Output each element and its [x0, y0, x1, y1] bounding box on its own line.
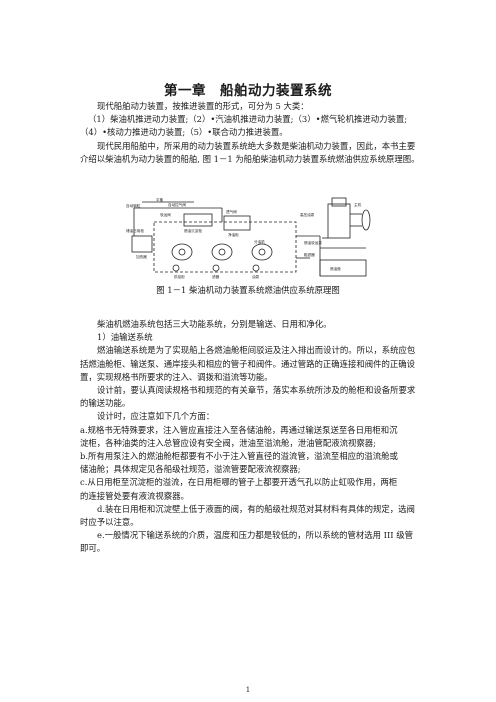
text-line: 设计前，要认真阅读规格书和规范的有关章节，落实本系统所涉及的舱柜和设备所要求: [97, 385, 416, 396]
list-item: a.规格书无特殊要求，注入管应直接注入至各储油舱，再通过输送泵送至各日用柜和沉: [80, 424, 398, 435]
page-number: 1: [245, 686, 251, 694]
diagram-label: 粗滤器: [304, 252, 315, 257]
text-line: 柴油机燃油系统包括三大功能系统，分别是输送、日用和净化。: [97, 319, 332, 329]
diagram-label: 滤器: [212, 274, 220, 279]
intro-paragraph: 现代船舶动力装置，按推进装置的形式，可分为 5 大类： （1）柴油机推进动力装置…: [80, 100, 420, 166]
bunker-tank: [319, 259, 367, 277]
text-line: 设计时，应注意如下几个方面：: [97, 411, 215, 422]
diagram-label: 透气阀: [226, 209, 237, 214]
diagram-label: 燃油驳运泵: [304, 240, 322, 245]
text-line: 的输送功能。: [80, 398, 131, 409]
text-line: 的连接管处要有液流视察器。: [80, 490, 189, 501]
text-line: 现代民用船舶中，所采用的动力装置系统绝大多数是柴油机动力装置，因此，本书主要: [97, 140, 416, 151]
diagram-label: 油泵: [252, 274, 260, 279]
diagram-label: 分油机: [254, 239, 265, 244]
section-heading: 1）油输送系统: [97, 332, 153, 343]
diagram-label: 燃油舱: [330, 266, 341, 271]
daily-tank: [131, 235, 153, 253]
fuel-circuit-outline: [153, 221, 297, 273]
separator: [211, 243, 233, 261]
separator: [171, 243, 193, 261]
text-line: 现代船舶动力装置，按推进装置的形式，可分为 5 大类：: [97, 101, 309, 111]
text-line: 括燃油舱柜、输送泵、通岸接头和相应的管子和阀件。通过管路的正确连接和阀件的正确设: [80, 358, 415, 369]
text-line: 淀柜，各种油类的注入总管应设有安全阀，泄油至溢流舱，泄油管配液流视察器;: [80, 437, 376, 448]
text-line: 介绍以柴油机为动力装置的船舶, 图 1－1 为船舶柴油机动力装置系统燃油供应系统…: [80, 153, 420, 164]
fuel-system-diagram: 平衡 自动控气阀 自动钢粒 驳运阀 储油日用柜 透气阀 燃油沉淀柜 净油柜 分油…: [126, 197, 371, 279]
list-item: e.一般情况下输送系统的介质，温度和压力都是较低的，所以系统的管材选用 III …: [97, 530, 413, 541]
text-line: 储油舱；具体规定见各船级社规范，溢流管要配液流视察器;: [80, 464, 301, 475]
separator: [251, 243, 273, 261]
list-item: d.装在日用柜和沉淀壁上低于液面的阀，有的船级社规范对其材料有具体的规定，选阀: [97, 503, 415, 514]
clean-oil-tank: [223, 215, 251, 231]
diagram-label: 驳运阀: [160, 212, 171, 217]
text-line: 时应予以注意。: [80, 517, 139, 528]
text-line: （1）柴油机推进动力装置;（2）•汽油机推进动力装置;（3）•燃气轮机推进动力装…: [88, 114, 408, 125]
diagram-label: 燃油沉淀柜: [184, 228, 202, 233]
diagram-label: 自动钢粒: [126, 203, 141, 208]
text-line: 即可。: [80, 543, 106, 554]
figure-caption: 图 1－1 柴油机动力装置系统燃油供应系统原理图: [156, 285, 340, 295]
text-line: 燃油输送系统是为了实现船上各燃油舱柜间驳运及注入排出而设计的。所以，系统应包: [97, 345, 416, 356]
list-item: b.所有用泵注入的燃油舱柜都要有不小于注入管直径的溢流管，溢流至相应的溢流舱或: [80, 451, 398, 462]
diagram-label: 加热器: [136, 254, 147, 259]
diagram-label: 净油柜: [228, 232, 239, 237]
text-line: 置，实现规格书所要求的注入、调拨和溢流等功能。: [80, 371, 273, 382]
list-item: c.从日用柜至沉淀柜的溢流，在日用柜哪的管子上都要开透气孔以防止虹吸作用，两柜: [80, 477, 398, 488]
body-text: 柴油机燃油系统包括三大功能系统，分别是输送、日用和净化。 1）油输送系统 燃油输…: [80, 318, 420, 556]
diagram-label: 平衡: [156, 197, 164, 202]
chapter-title: 第一章 船舶动力装置系统: [164, 83, 332, 99]
diagram-label: 高压油泵: [300, 212, 315, 217]
text-line: （4）•核动力推进动力装置;（5）•联合动力推进装置。: [80, 127, 288, 138]
diagram-label: 储油日用柜: [126, 228, 144, 233]
diagram-label: 主机: [354, 202, 362, 207]
main-engine: [327, 203, 351, 239]
settling-tank: [183, 213, 213, 227]
diagram-label: 自动控气阀: [168, 202, 186, 207]
diagram-label: 供给柜: [174, 274, 185, 279]
